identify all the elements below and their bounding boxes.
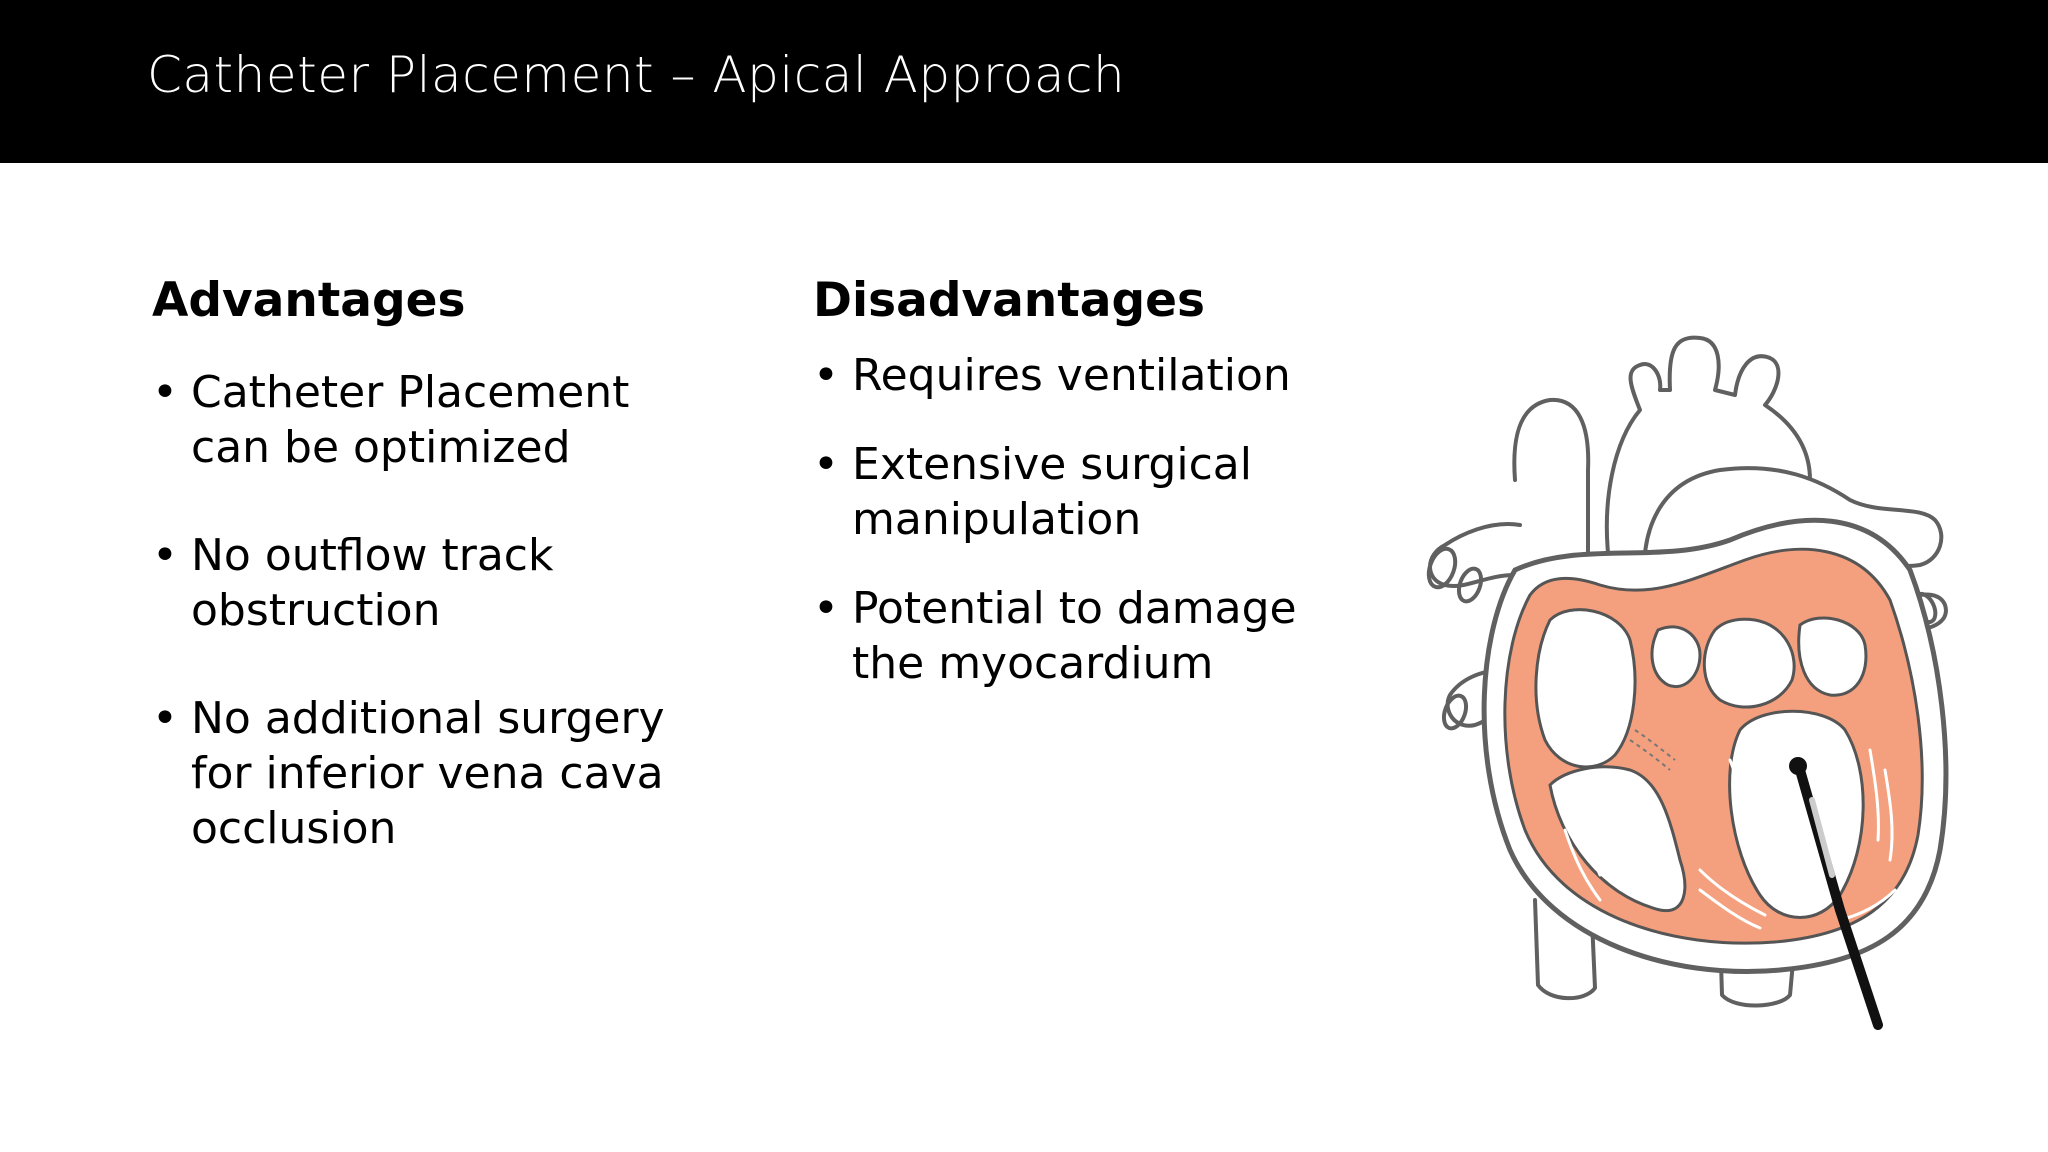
bullet-icon: • xyxy=(813,439,839,490)
disadvantages-column: Disadvantages • Requires ventilation • Ext… xyxy=(813,270,1373,691)
list-item: • No outflow track obstruction xyxy=(152,528,712,638)
right-atrium xyxy=(1534,608,1637,769)
disadvantages-list: • Requires ventilation • Extensive surgica… xyxy=(813,348,1373,691)
catheter-icon xyxy=(1789,757,1883,1030)
disadvantage-text: Requires ventilation xyxy=(852,350,1291,401)
heart-diagram-icon xyxy=(1426,335,1949,1030)
bullet-icon: • xyxy=(152,530,178,581)
slide-title: Catheter Placement – Apical Approach xyxy=(147,46,1126,104)
bullet-icon: • xyxy=(152,693,178,744)
advantage-text: No additional surgery for inferior vena … xyxy=(191,693,665,854)
advantages-heading: Advantages xyxy=(152,273,466,328)
bullet-icon: • xyxy=(813,583,839,634)
disadvantages-heading: Disadvantages xyxy=(813,273,1205,328)
advantage-text: No outflow track obstruction xyxy=(191,530,554,636)
title-bar: Catheter Placement – Apical Approach xyxy=(0,0,2048,163)
bullet-icon: • xyxy=(152,367,178,418)
disadvantage-text: Extensive surgical manipulation xyxy=(852,439,1252,545)
inferior-vena-cava xyxy=(1533,898,1597,1001)
list-item: • Requires ventilation xyxy=(813,348,1373,403)
advantage-text: Catheter Placement can be optimized xyxy=(191,367,630,473)
pulmonary-veins-left xyxy=(1428,522,1522,588)
disadvantage-text: Potential to damage the myocardium xyxy=(852,583,1297,689)
bullet-icon: • xyxy=(813,350,839,401)
advantages-list: • Catheter Placement can be optimized • No… xyxy=(152,365,712,856)
left-atrium xyxy=(1702,617,1796,709)
descending-aorta xyxy=(1718,928,1797,1008)
list-item: • No additional surgery for inferior vena… xyxy=(152,691,712,856)
advantages-column: Advantages • Catheter Placement can be op… xyxy=(152,270,712,856)
list-item: • Catheter Placement can be optimized xyxy=(152,365,712,475)
superior-vena-cava xyxy=(1512,397,1591,562)
list-item: • Potential to damage the myocardium xyxy=(813,581,1373,691)
list-item: • Extensive surgical manipulation xyxy=(813,437,1373,547)
